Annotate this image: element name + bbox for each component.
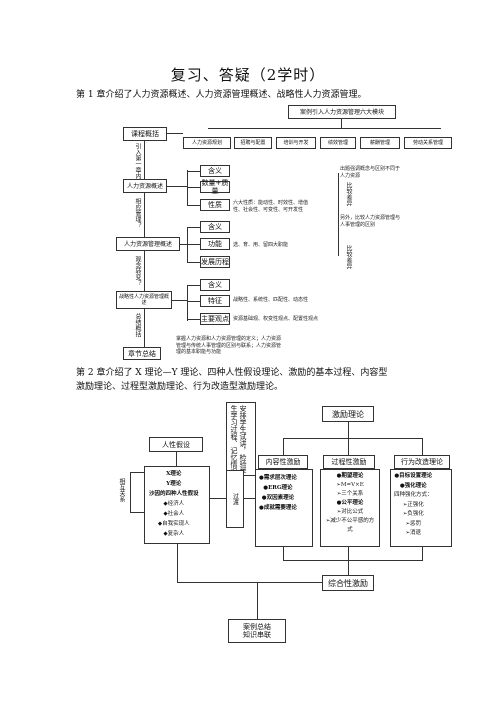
g2-definition: 含义 — [200, 221, 230, 233]
c1-hierarchy: 需求层次理论 — [263, 475, 297, 481]
hr-overview-box: 人力资源概述 — [123, 179, 167, 193]
g3-features: 特征 — [200, 295, 230, 307]
human-nature-list-box: X理论 Y理论 沙因的四种人性假设 ◆经济人 ◆社会人 ◆自我实现人 ◆复杂人 — [144, 466, 210, 544]
strategic-hrm-box: 战略性人力资源管理概述 — [116, 291, 172, 309]
module-training: 培训与开发 — [276, 137, 316, 149]
list-schein: 沙因的四种人性假设 — [149, 491, 199, 497]
c1-achievement: 成就需要理论 — [263, 505, 297, 511]
transition-box: 过渡 — [226, 470, 244, 528]
list-social-man: 社会人 — [167, 511, 185, 517]
chapter-summary-box: 章节总结 — [123, 347, 161, 360]
arrow-label-4: 总结概括 — [134, 313, 141, 337]
content-motivation-list: ●需求层次理论 ●ERG理论 ●双因素理论 ●成就需要理论 — [255, 469, 313, 547]
c2-expectancy: 期望理论 — [341, 473, 364, 479]
content-motivation-title: 内容性激励 — [258, 455, 308, 469]
c3-goal-setting: 目标设置理论 — [399, 473, 433, 479]
note-four-functions: 选、育、用、留四大职能 — [233, 242, 289, 248]
c2-comparison: 对比公式 — [341, 509, 364, 515]
arrow-label-3: 观念转变？ — [134, 256, 141, 286]
paragraph-chapter-2-line-1: 第 2 章介绍了 X 理论—Y 理论、四种人性假设理论、激励的基本过程、内容型 — [76, 368, 388, 378]
g1-quantity-quality: 数量+质量 — [200, 179, 230, 195]
hrm-overview-box: 人力资源管理概述 — [116, 237, 180, 251]
case-summary-box: 案例总结 知识串联 — [228, 619, 286, 643]
note-views: 资源基础观、权变性观点、配置性观点 — [233, 316, 319, 322]
c1-erg: ERG理论 — [268, 485, 293, 491]
behavior-modification-title: 行为改造理论 — [394, 455, 450, 469]
list-y-theory: Y理论 — [166, 481, 182, 487]
c2-formula: M=V×E — [340, 482, 364, 488]
module-performance: 绩效管理 — [320, 137, 356, 149]
module-compensation: 薪酬管理 — [360, 137, 400, 149]
paragraph-chapter-2-line-2: 激励理论、过程型激励理论、行为改造型激励理论。 — [76, 382, 284, 392]
module-labor-relations: 劳动关系管理 — [404, 137, 452, 149]
arrow-label-2: 相应管理？ — [134, 198, 141, 228]
c3-positive: 正强化 — [407, 501, 424, 508]
arrow-label-1: 引入第一章内容 — [134, 143, 141, 185]
c3-reinforcement: 强化理论 — [404, 482, 427, 489]
c1-two-factor: 双因素理论 — [266, 495, 295, 501]
g2-function: 功能 — [200, 238, 230, 250]
mutual-relation-label: 相互关系 — [118, 478, 125, 502]
list-x-theory: X理论 — [166, 471, 182, 477]
c3-punishment: 惩罚 — [410, 520, 422, 527]
compare-label-1: 比较差异 — [345, 182, 352, 206]
note-compare-hrm: 另外，比较人力资源管理与人事管理的区别 — [340, 215, 401, 228]
note-exam-focus: 出题强调概念与区别不同于人力资源 — [340, 166, 401, 179]
process-motivation-list: ●期望理论 ➢M=V×E ➢三个关系 ●公平理论 ➢对比公式 ➢减少不公平感的方… — [320, 469, 380, 547]
behavior-modification-list: ●目标设置理论 ●强化理论 四种强化方式： ➢正强化 ➢负强化 ➢惩罚 ➢消退 — [390, 469, 452, 547]
human-nature-box: 人性假设 — [149, 437, 203, 452]
list-self-actualizing-man: 自我实现人 — [162, 521, 190, 527]
note-six-natures: 六大性质：能动性、时效性、增值性、社会性、可变性、可开发性 — [233, 200, 309, 213]
trial-teaching-note: 安排学生试讲，检验学生学习过程、记忆情况 — [226, 402, 256, 476]
c3-four-ways: 四种强化方式： — [394, 492, 433, 498]
compare-label-2: 比较差异 — [345, 245, 352, 269]
c3-negative: 负强化 — [407, 511, 424, 517]
g3-main-views: 主要观点 — [200, 313, 230, 325]
six-modules-box: 案例引入人力资源管理六大模块 — [288, 105, 396, 119]
motivation-theory-box: 激励理论 — [322, 406, 374, 422]
module-recruitment: 招聘与配置 — [234, 137, 272, 149]
c3-extinction: 消退 — [410, 530, 422, 536]
integrated-motivation-box: 综合性激励 — [322, 575, 374, 591]
process-motivation-title: 过程性激励 — [323, 455, 375, 469]
chapter-summary-note: 掌握人力资源和人力资源管理的定义；人力资源管理与传统人事管理的区别与联系；人力资… — [176, 336, 282, 355]
note-features: 战略性、系统性、匹配性、动态性 — [233, 297, 309, 303]
g3-definition: 含义 — [200, 279, 230, 291]
g2-history: 发展历程 — [200, 256, 230, 268]
c2-equity: 公平理论 — [341, 500, 364, 506]
paragraph-chapter-1: 第 1 章介绍了人力资源概述、人力资源管理概述、战略性人力资源管理。 — [76, 90, 367, 100]
module-hr-planning: 人力资源规划 — [183, 137, 231, 149]
list-economic-man: 经济人 — [167, 501, 185, 507]
g1-nature: 性质 — [200, 199, 230, 211]
page-title: 复习、答疑（2学时） — [170, 66, 326, 84]
course-overview-box: 课程概括 — [123, 127, 167, 141]
c2-three-relations: 三个关系 — [341, 491, 364, 497]
g1-definition: 含义 — [200, 165, 230, 177]
c2-reduce-inequity: 减少不公平感的方式 — [330, 518, 375, 533]
list-complex-man: 复杂人 — [167, 531, 185, 537]
